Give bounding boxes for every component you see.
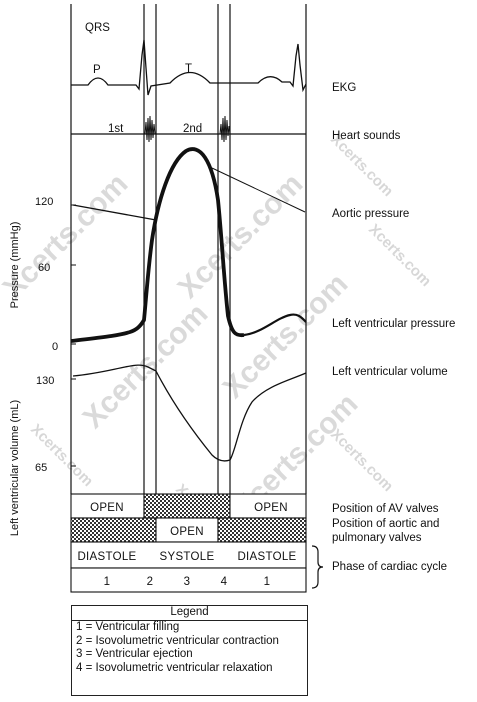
aortic-valves-label-line2: pulmonary valves [332,532,422,544]
diastole-right-text: DIASTOLE [237,551,296,563]
volume-tick-65: 65 [35,462,47,474]
volume-axis: 130 65 Left ventricular volume (mL) [9,375,76,536]
pressure-tick-60: 60 [38,262,50,274]
aortic-pressure-curve [72,204,157,221]
phase-brace [311,545,324,589]
watermark-text: Xcerts.com [365,221,434,290]
av-open-left-text: OPEN [90,502,124,514]
pressure-tick-0: 0 [52,341,58,353]
aortic-row-closed-right-cell [217,517,307,543]
lv-volume-curve [72,364,307,462]
legend-box: Legend 1 = Ventricular filling 2 = Isovo… [71,605,308,696]
phase-number-row [70,567,307,593]
legend-title: Legend [72,606,307,621]
watermark-text: Xcerts.com [27,421,96,490]
lv-pressure-label: Left ventricular pressure [332,318,455,330]
legend-item-ventricular-filling: 1 = Ventricular filling [76,621,180,633]
ekg-label: EKG [332,82,356,94]
watermark-text: Xcerts.com [327,426,396,495]
valve-phase-table: OPEN OPEN OPEN DIASTOLE SYSTOLE DIASTOLE… [70,493,307,593]
cycle-row [70,541,307,569]
second-heart-sound-label: 2nd [183,123,202,135]
av-row-left-cell [70,493,145,519]
aortic-pressure-leader [211,167,306,213]
first-heart-sound-trace [144,115,156,143]
t-wave-label: T [185,63,192,75]
aortic-open-text: OPEN [170,526,204,538]
first-heart-sound-label: 1st [108,123,124,135]
legend-item-isovolumetric-relaxation: 4 = Isovolumetric ventricular relaxation [76,661,273,674]
phase-of-cardiac-cycle-label: Phase of cardiac cycle [332,561,447,573]
volume-axis-label: Left ventricular volume (mL) [9,400,21,536]
aortic-row-closed-left-cell [70,517,157,543]
systole-text: SYSTOLE [160,551,215,563]
diastole-left-text: DIASTOLE [77,551,136,563]
pressure-axis-label: Pressure (mmHg) [9,222,21,309]
aortic-pressure-label: Aortic pressure [332,208,409,220]
volume-tick-130: 130 [36,375,54,387]
av-row-closed-cell [143,493,231,519]
qrs-label: QRS [85,22,110,34]
lv-pressure-curve [70,147,245,343]
ekg-trace [71,39,307,96]
av-valves-label: Position of AV valves [332,503,439,515]
phase-number-2: 2 [147,576,154,588]
av-row-right-cell [229,493,307,519]
lv-pressure-tail [243,313,307,337]
watermark-text: Xcerts.com [172,167,310,305]
phase-number-5: 1 [264,576,271,588]
phase-number-4: 4 [221,576,228,588]
av-open-right-text: OPEN [254,502,288,514]
p-wave-label: P [93,64,101,76]
legend-item-isovolumetric-contraction: 2 = Isovolumetric ventricular contractio… [76,634,279,647]
pressure-tick-120: 120 [35,196,53,208]
heart-sounds-label: Heart sounds [332,130,401,142]
phase-number-3: 3 [184,576,191,588]
aortic-valves-label-line1: Position of aortic and [332,518,439,530]
second-heart-sound-trace [219,115,231,143]
legend-item-ventricular-ejection: 3 = Ventricular ejection [76,648,193,660]
lv-volume-label: Left ventricular volume [332,366,448,378]
phase-number-1: 1 [104,576,111,588]
